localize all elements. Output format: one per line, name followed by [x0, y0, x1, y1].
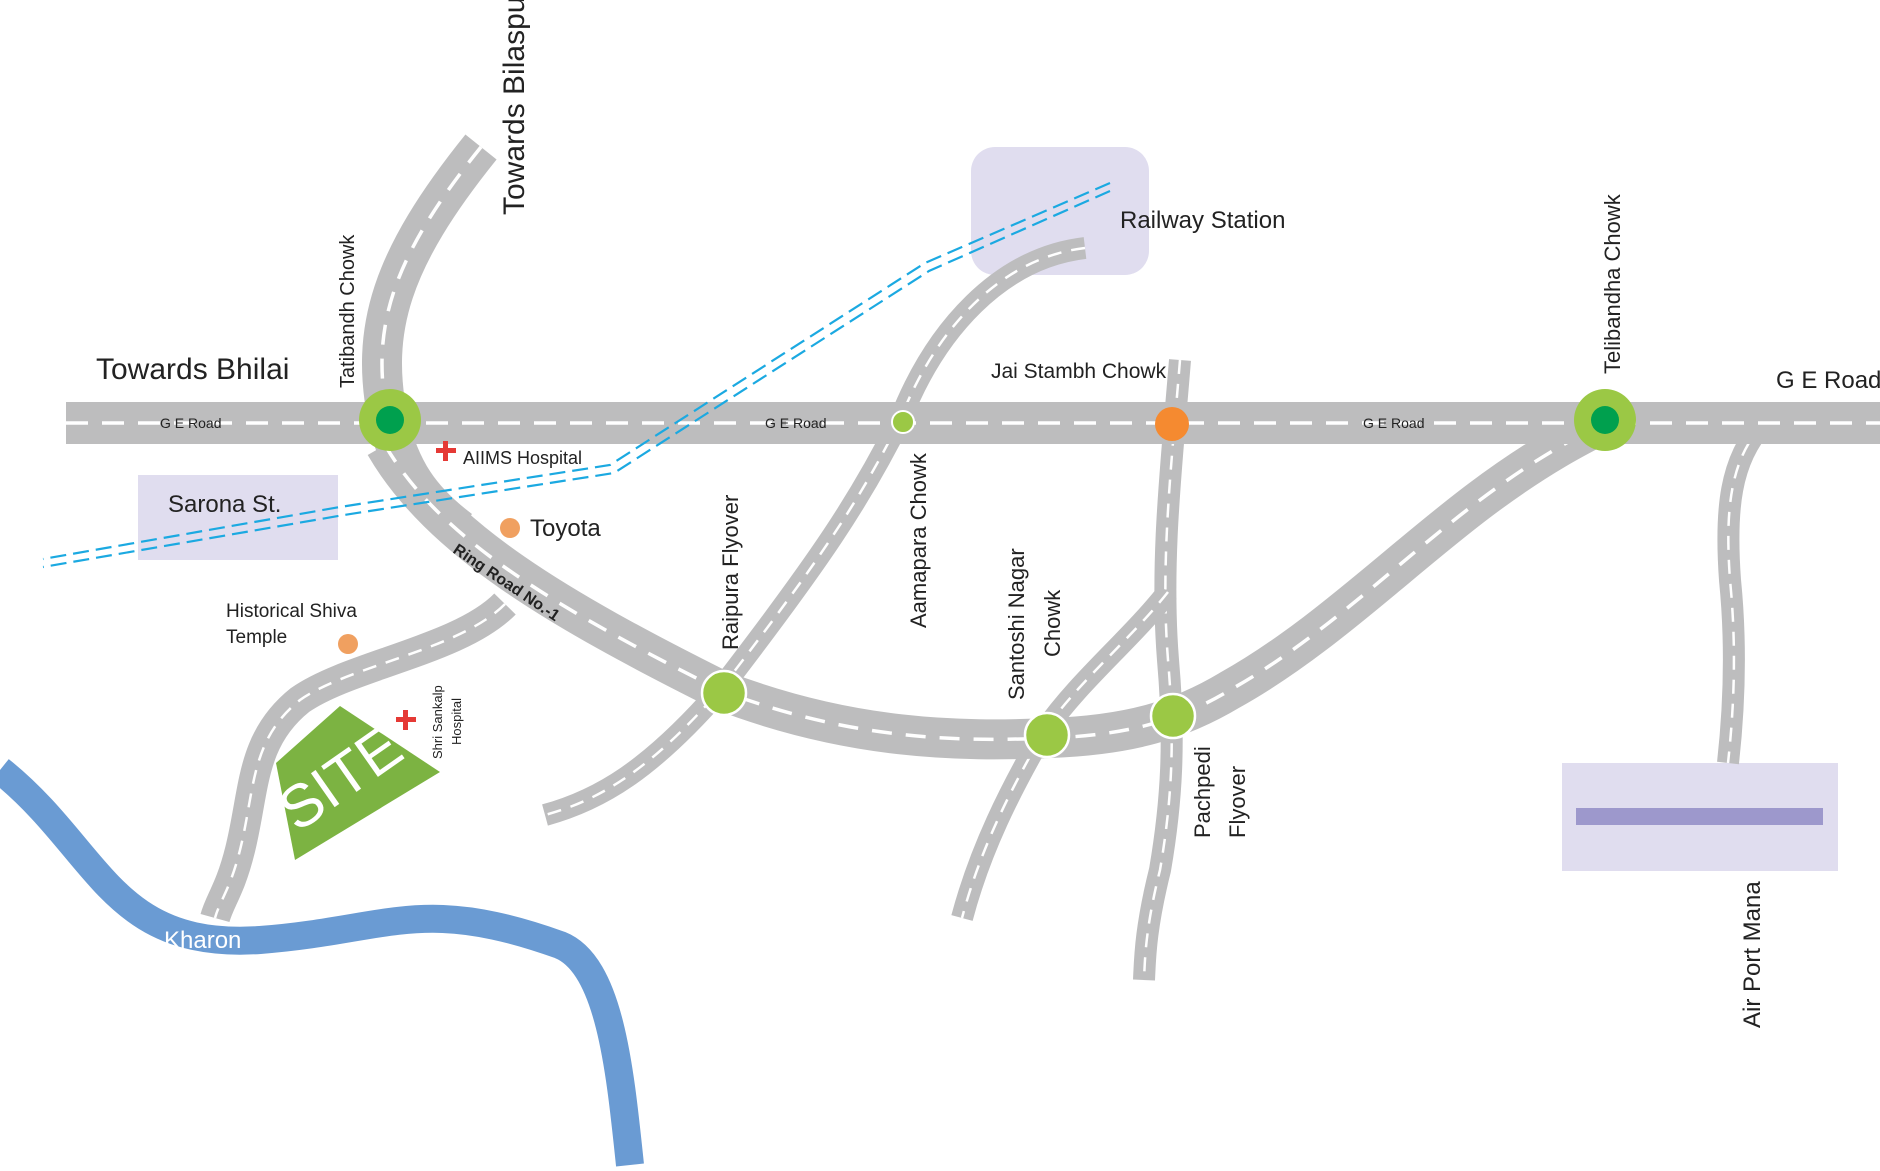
shri-sankalp-label-line2: Hospital: [449, 698, 464, 745]
railway-station-label: Railway Station: [1120, 207, 1285, 234]
santoshi-nagar-road-dashes: [960, 591, 1169, 919]
santoshi-nagar-chowk-junction: [1023, 711, 1071, 759]
aamapara-chowk-junction: [891, 410, 915, 434]
railway-station-area: [971, 147, 1149, 275]
shiva-temple-label-line2: Temple: [226, 627, 287, 648]
tatibandh-chowk-label: Tatibandh Chowk: [337, 234, 359, 388]
sarona-st-label: Sarona St.: [168, 491, 281, 518]
shri-sankalp-label-line1: Shri Sankalp: [430, 685, 445, 759]
aiims-hospital-label: AIIMS Hospital: [463, 448, 582, 468]
ge-road-label-3: G E Road: [1363, 415, 1424, 431]
airport-road-dashes: [1726, 423, 1764, 764]
shiva-temple-label-line1: Historical Shiva: [226, 601, 357, 622]
telibandha-chowk-junction: [1574, 389, 1636, 451]
ring-road-dashes: [383, 418, 1611, 742]
site-access-road-dashes: [213, 603, 506, 919]
towards-bilaspur-label: Towards Bilaspur: [498, 0, 531, 215]
ge-road-label-2: G E Road: [765, 415, 826, 431]
red-cross-icon: [436, 441, 456, 461]
pachpedi-road: [1133, 359, 1191, 981]
toyota-label: Toyota: [530, 515, 601, 542]
air-port-mana-label: Air Port Mana: [1739, 881, 1766, 1028]
railway-station-road-dashes: [544, 246, 1086, 817]
airport-runway: [1576, 808, 1823, 825]
raipura-flyover-label: Raipura Flyover: [718, 495, 743, 650]
pachpedi-flyover-label-line1: Pachpedi: [1190, 746, 1215, 838]
railway-line-b: [42, 189, 1111, 569]
red-cross-icon: [396, 710, 416, 730]
jai-stambh-chowk-junction: [1155, 407, 1189, 441]
kharon-label: Kharon: [164, 927, 241, 954]
shiva-temple-landmark-icon: [338, 634, 358, 654]
jai-stambh-chowk-label: Jai Stambh Chowk: [991, 360, 1167, 383]
railway-line-a: [42, 181, 1111, 561]
raipura-flyover-junction: [700, 669, 748, 717]
santoshi-nagar-label-line2: Chowk: [1040, 589, 1065, 657]
pachpedi-flyover-junction: [1149, 692, 1197, 740]
santoshi-nagar-label-line1: Santoshi Nagar: [1004, 548, 1029, 700]
ge-road-label-right: G E Road: [1776, 367, 1880, 394]
kharon-river: [0, 759, 644, 1167]
aamapara-chowk-label: Aamapara Chowk: [906, 452, 931, 628]
ge-road-label-1: G E Road: [160, 415, 221, 431]
pachpedi-flyover-label-line2: Flyover: [1225, 766, 1250, 838]
tatibandh-chowk-junction: [359, 389, 421, 451]
toyota-landmark-icon: [500, 518, 520, 538]
telibandha-chowk-label: Telibandha Chowk: [1600, 193, 1625, 374]
site-area: [276, 706, 440, 860]
towards-bhilai-label: Towards Bhilai: [96, 353, 289, 386]
